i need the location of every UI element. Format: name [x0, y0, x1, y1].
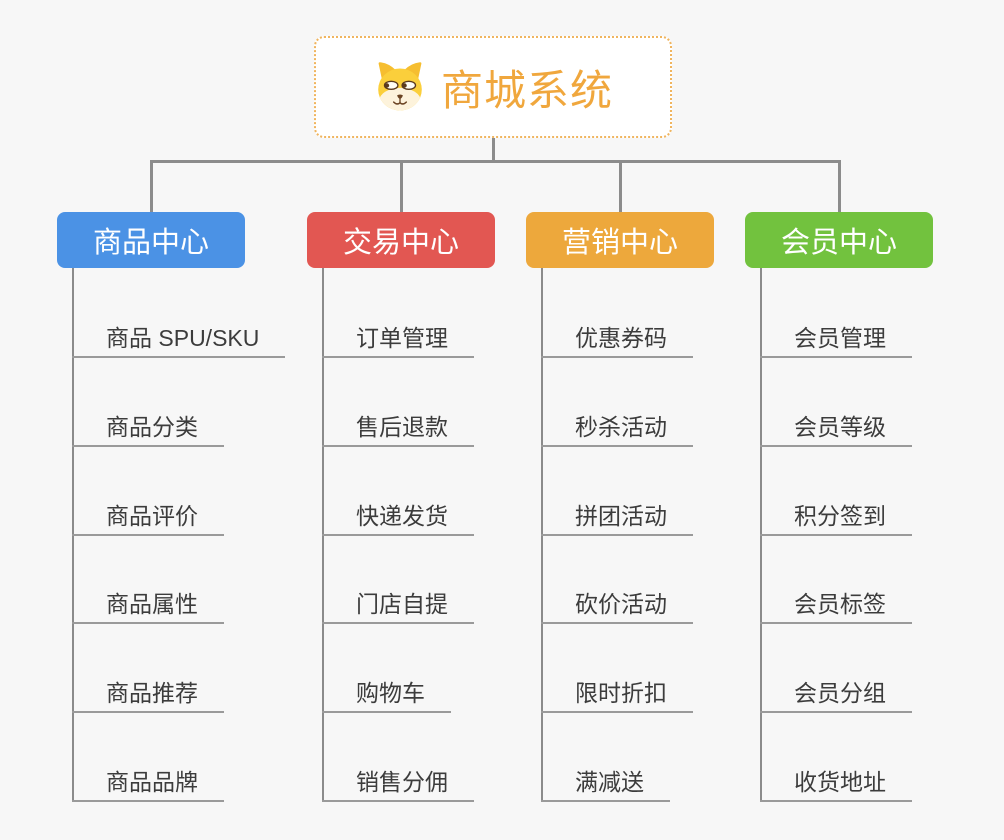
connector-branch-drop: [149, 163, 153, 212]
child-label: 收货地址: [794, 769, 886, 795]
child-node[interactable]: 购物车: [322, 671, 451, 713]
branch-label: 交易中心: [342, 227, 459, 259]
child-node[interactable]: 会员等级: [760, 405, 912, 447]
child-label: 商品评价: [106, 503, 198, 529]
child-node[interactable]: 商品品牌: [72, 760, 224, 802]
connector-branch-drop: [837, 163, 841, 212]
branch-label: 营销中心: [561, 227, 678, 259]
child-node[interactable]: 收货地址: [760, 760, 912, 802]
child-label: 积分签到: [794, 503, 886, 529]
branch-node[interactable]: 商品中心: [57, 212, 245, 268]
child-label: 商品品牌: [106, 769, 198, 795]
child-node[interactable]: 积分签到: [760, 494, 912, 536]
child-label: 拼团活动: [575, 503, 667, 529]
child-label: 订单管理: [356, 325, 448, 351]
child-node[interactable]: 满减送: [541, 760, 670, 802]
branch-label: 会员中心: [780, 227, 897, 259]
child-label: 销售分佣: [356, 769, 448, 795]
connector-bus: [149, 160, 841, 163]
branch-label: 商品中心: [92, 227, 209, 259]
child-node[interactable]: 拼团活动: [541, 494, 693, 536]
child-label: 砍价活动: [575, 591, 667, 617]
child-node[interactable]: 优惠券码: [541, 316, 693, 358]
child-node[interactable]: 商品属性: [72, 582, 224, 624]
child-node[interactable]: 会员标签: [760, 582, 912, 624]
child-label: 优惠券码: [575, 325, 667, 351]
branch-node[interactable]: 交易中心: [307, 212, 495, 268]
child-node[interactable]: 快递发货: [322, 494, 474, 536]
child-label: 满减送: [575, 769, 644, 795]
child-label: 快递发货: [356, 503, 448, 529]
child-node[interactable]: 商品 SPU/SKU: [72, 316, 286, 358]
child-label: 会员分组: [794, 680, 886, 706]
dog-face-icon: [373, 61, 427, 113]
child-label: 商品分类: [106, 414, 198, 440]
child-node[interactable]: 商品推荐: [72, 671, 224, 713]
branch-node[interactable]: 营销中心: [526, 212, 714, 268]
child-node[interactable]: 销售分佣: [322, 760, 474, 802]
connector-root-stem: [491, 138, 495, 160]
branch-node[interactable]: 会员中心: [745, 212, 933, 268]
child-label: 商品推荐: [106, 680, 198, 706]
child-node[interactable]: 门店自提: [322, 582, 474, 624]
root-title: 商城系统: [440, 66, 613, 114]
child-label: 售后退款: [356, 414, 448, 440]
child-node[interactable]: 商品分类: [72, 405, 224, 447]
child-node[interactable]: 限时折扣: [541, 671, 693, 713]
child-label: 购物车: [356, 680, 425, 706]
root-node[interactable]: 商城系统: [314, 36, 672, 138]
child-node[interactable]: 商品评价: [72, 494, 224, 536]
connector-branch-drop: [399, 163, 403, 212]
child-node[interactable]: 秒杀活动: [541, 405, 693, 447]
child-label: 限时折扣: [575, 680, 667, 706]
child-node[interactable]: 订单管理: [322, 316, 474, 358]
child-label: 会员等级: [794, 414, 886, 440]
child-label: 门店自提: [356, 591, 448, 617]
child-label: 秒杀活动: [575, 414, 667, 440]
child-label: 会员标签: [794, 591, 886, 617]
child-node[interactable]: 会员分组: [760, 671, 912, 713]
connector-branch-drop: [618, 163, 622, 212]
child-label: 会员管理: [794, 325, 886, 351]
child-node[interactable]: 砍价活动: [541, 582, 693, 624]
child-label: 商品 SPU/SKU: [106, 325, 260, 351]
child-node[interactable]: 售后退款: [322, 405, 474, 447]
child-label: 商品属性: [106, 591, 198, 617]
child-node[interactable]: 会员管理: [760, 316, 912, 358]
